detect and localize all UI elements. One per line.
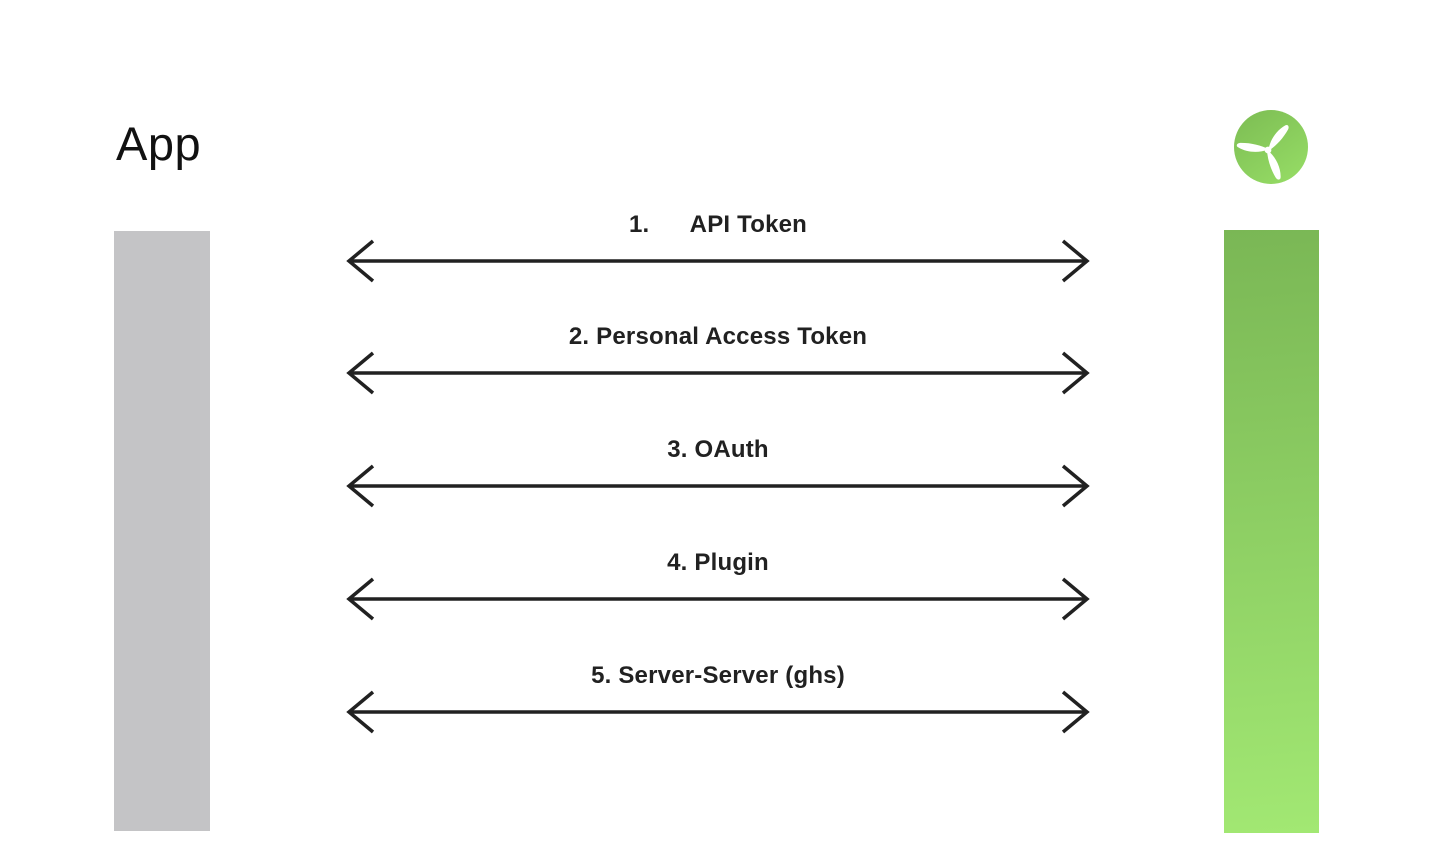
arrow-label: 4. Plugin: [667, 549, 769, 576]
connection-row-personal-access-token: 2. Personal Access Token: [345, 323, 1091, 401]
arrow-label: 5. Server-Server (ghs): [591, 662, 845, 689]
double-arrow-icon: [346, 577, 1090, 621]
connection-row-oauth: 3. OAuth: [345, 436, 1091, 514]
double-arrow-icon: [346, 464, 1090, 508]
service-lifeline-bar: [1224, 230, 1319, 833]
page-title: App: [116, 117, 202, 170]
arrow-label: 2. Personal Access Token: [568, 323, 868, 350]
arrow-label: 3. OAuth: [667, 436, 769, 463]
double-arrow-icon: [346, 690, 1090, 734]
arrow-label: 1. API Token: [628, 211, 808, 238]
double-arrow-icon: [346, 239, 1090, 283]
wind-turbine-logo-icon: [1234, 110, 1308, 184]
connection-row-server-server: 5. Server-Server (ghs): [345, 662, 1091, 740]
connection-row-api-token: 1. API Token: [345, 211, 1091, 289]
app-lifeline-bar: [114, 231, 210, 831]
double-arrow-icon: [346, 351, 1090, 395]
connection-row-plugin: 4. Plugin: [345, 549, 1091, 627]
